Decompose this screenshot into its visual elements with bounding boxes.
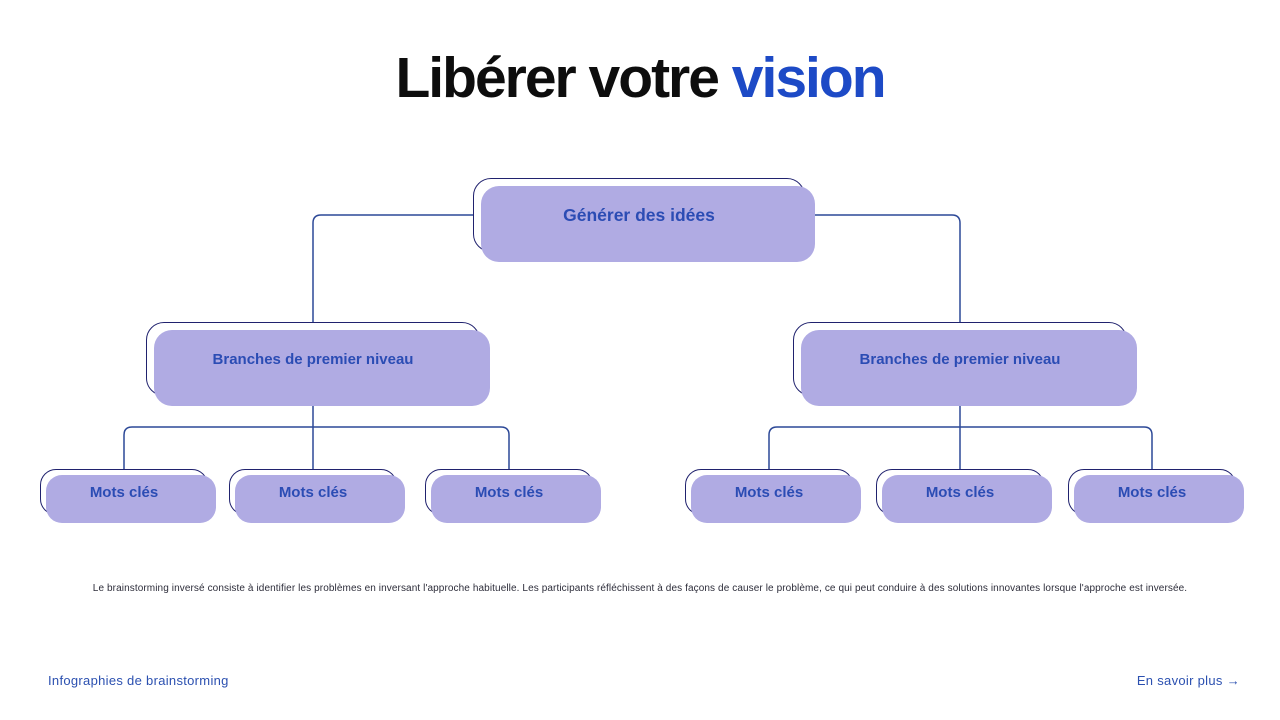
keyword-node-label: Mots clés xyxy=(925,483,995,501)
infographics-category-link-label: Infographies de brainstorming xyxy=(48,673,229,688)
learn-more-link-label: En savoir plus xyxy=(1136,673,1223,688)
root-node-label: Générer des idées xyxy=(563,204,715,225)
keyword-node-label: Mots clés xyxy=(278,483,348,501)
branch-node-left: Branches de premier niveau xyxy=(146,322,480,396)
keyword-node-label: Mots clés xyxy=(734,483,804,501)
learn-more-link[interactable]: En savoir plus→ xyxy=(1137,673,1240,688)
branch-node-left-label: Branches de premier niveau xyxy=(212,350,414,368)
keyword-node: Mots clés xyxy=(40,469,208,515)
keyword-node: Mots clés xyxy=(876,469,1044,515)
root-node: Générer des idées xyxy=(473,178,805,252)
description-text: Le brainstorming inversé consiste à iden… xyxy=(92,583,1188,594)
connector-root-to-left-branch xyxy=(312,214,473,322)
branch-node-right-label: Branches de premier niveau xyxy=(859,350,1061,368)
page-title-accent: vision xyxy=(731,46,887,110)
keyword-node: Mots clés xyxy=(685,469,853,515)
connector-left-keyword-rail xyxy=(123,426,510,469)
keyword-node: Mots clés xyxy=(229,469,397,515)
connector-root-to-right-branch xyxy=(805,214,961,322)
keyword-node-label: Mots clés xyxy=(1117,483,1187,501)
keyword-node: Mots clés xyxy=(425,469,593,515)
keyword-node-label: Mots clés xyxy=(474,483,544,501)
infographics-category-link[interactable]: Infographies de brainstorming xyxy=(48,673,229,688)
arrow-right-icon: → xyxy=(1226,673,1240,688)
connector-right-keyword-rail xyxy=(768,426,1153,469)
keyword-node-label: Mots clés xyxy=(89,483,159,501)
keyword-node: Mots clés xyxy=(1068,469,1236,515)
page-title-prefix: Libérer votre xyxy=(395,46,719,110)
branch-node-right: Branches de premier niveau xyxy=(793,322,1127,396)
page-title: Libérer votre vision xyxy=(0,46,1280,112)
